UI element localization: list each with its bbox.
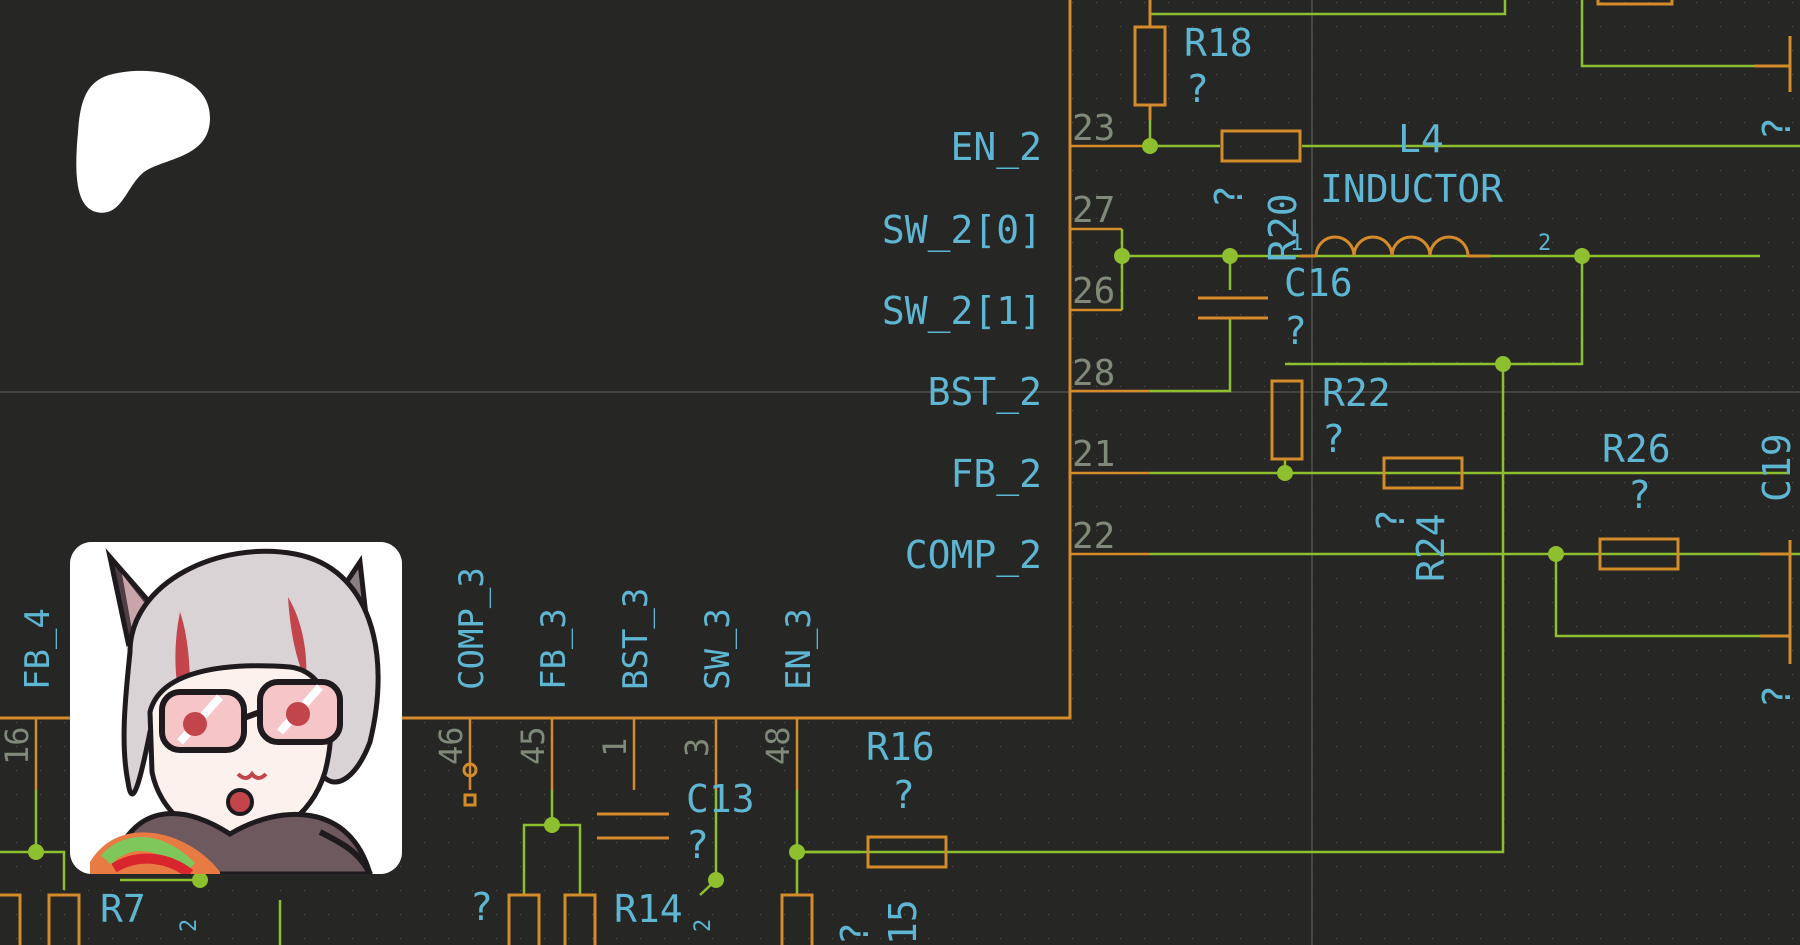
- value-c13: ?: [686, 823, 709, 867]
- pin-num-48: 48: [759, 726, 797, 765]
- patreon-logo-icon[interactable]: [74, 70, 214, 220]
- r7-pin2: 2: [177, 919, 202, 932]
- no-connect-marker: [462, 762, 478, 778]
- pin-label-comp2: COMP_2: [905, 533, 1042, 578]
- junction-dot: [708, 872, 724, 888]
- bottom-pin-labels: FB_4 COMP_3 FB_3 BST_3 SW_3 EN_3: [18, 567, 819, 690]
- pin-numbers-small: 1 2 2 2: [177, 231, 1551, 932]
- ref-r16: R16: [866, 725, 935, 769]
- junction-dot: [1548, 546, 1564, 562]
- avatar[interactable]: [70, 542, 402, 874]
- pin-num-45: 45: [514, 726, 552, 765]
- value-edge-right-2: ?: [1755, 685, 1799, 708]
- junction-dot: [192, 872, 208, 888]
- junction-dot: [28, 844, 44, 860]
- r7b-resistor: [0, 893, 22, 945]
- ref-r24: R24: [1409, 513, 1453, 582]
- pin-label-fb4: FB_4: [18, 608, 58, 690]
- pin-label-sw20: SW_2[0]: [882, 208, 1042, 253]
- pin-num-27: 27: [1072, 190, 1115, 231]
- junction-dot: [1222, 248, 1238, 264]
- ref-r7: R7: [100, 887, 146, 931]
- value-r22: ?: [1322, 417, 1345, 461]
- pin-num-46: 46: [432, 726, 470, 765]
- junctions: [28, 138, 1590, 888]
- value-edge-right-1: ?: [1755, 117, 1799, 140]
- pin-num-26: 26: [1072, 271, 1115, 312]
- pin-num-1: 1: [596, 738, 634, 757]
- pin-num-23: 23: [1072, 108, 1115, 149]
- junction-dot: [789, 844, 805, 860]
- value-l4: INDUCTOR: [1320, 167, 1503, 211]
- anime-avatar-icon: [70, 542, 402, 874]
- pin-num-21: 21: [1072, 434, 1115, 475]
- r26-resistor: [1598, 537, 1680, 571]
- r16-resistor: [866, 835, 948, 869]
- ref-r18: R18: [1184, 21, 1253, 65]
- pin-label-fb2: FB_2: [950, 452, 1042, 497]
- value-r15: ?: [833, 922, 877, 945]
- l4-pin2: 2: [1538, 231, 1551, 256]
- ref-r14: R14: [614, 887, 683, 931]
- c19-part: [1596, 0, 1792, 664]
- ic-right-pins: [1070, 144, 1150, 556]
- no-connect-square: [463, 793, 477, 807]
- bottom-pin-numbers: 16 46 45 1 3 48: [0, 726, 797, 765]
- r7-resistor: [47, 893, 81, 945]
- r22-resistor: [1270, 379, 1304, 461]
- value-edge-bottom: ?: [470, 885, 493, 929]
- r14b-resistor: [563, 893, 597, 945]
- ref-c16: C16: [1284, 261, 1353, 305]
- pin-num-3: 3: [678, 738, 716, 757]
- value-r24: ?: [1369, 509, 1413, 532]
- pin-label-en2: EN_2: [950, 125, 1042, 170]
- junction-dot: [1495, 356, 1511, 372]
- ref-c13: C13: [686, 777, 755, 821]
- ref-r22: R22: [1322, 371, 1391, 415]
- value-r18: ?: [1186, 67, 1209, 111]
- pin-label-bst3: BST_3: [616, 588, 656, 690]
- pin-num-28: 28: [1072, 353, 1115, 394]
- r24-resistor: [1382, 456, 1464, 490]
- junction-dot: [1114, 248, 1130, 264]
- junction-dot: [544, 817, 560, 833]
- pin-num-22: 22: [1072, 516, 1115, 557]
- ref-l4: L4: [1398, 117, 1444, 161]
- component-references: R18 ? L4 INDUCTOR R20 ? C16 ? R22 ? R26 …: [100, 21, 1799, 945]
- l4-pin1: 1: [1290, 231, 1303, 256]
- component-bodies: [0, 0, 1680, 945]
- pin-label-bst2: BST_2: [928, 370, 1042, 415]
- pin-label-comp3: COMP_3: [452, 567, 492, 690]
- ic-bottom-pins: [0, 716, 799, 790]
- r14-resistor: [507, 893, 541, 945]
- junction-dot: [1277, 465, 1293, 481]
- junction-dot: [1142, 138, 1158, 154]
- junction-dot: [1574, 248, 1590, 264]
- pin-label-sw3: SW_3: [698, 608, 738, 690]
- ref-r20: R20: [1261, 193, 1305, 262]
- ref-r26: R26: [1602, 427, 1671, 471]
- l4-inductor: [1314, 235, 1470, 257]
- right-pin-labels: EN_2 SW_2[0] SW_2[1] BST_2 FB_2 COMP_2: [882, 125, 1042, 578]
- value-r26: ?: [1628, 473, 1651, 517]
- value-r16: ?: [892, 773, 915, 817]
- value-r20: ?: [1207, 185, 1251, 208]
- pin-label-fb3: FB_3: [534, 608, 574, 690]
- pin-label-sw21: SW_2[1]: [882, 289, 1042, 334]
- ref-c19: C19: [1755, 433, 1799, 502]
- value-c16: ?: [1284, 309, 1307, 353]
- ref-r15: 15: [881, 899, 925, 945]
- pin-label-en3: EN_3: [779, 608, 819, 690]
- r20-resistor: [1220, 129, 1302, 163]
- right-pin-numbers: 23 27 26 28 21 22: [1072, 108, 1115, 557]
- r15-resistor: [780, 893, 814, 945]
- pin-num-16: 16: [0, 726, 36, 765]
- r14-pin2: 2: [691, 919, 716, 932]
